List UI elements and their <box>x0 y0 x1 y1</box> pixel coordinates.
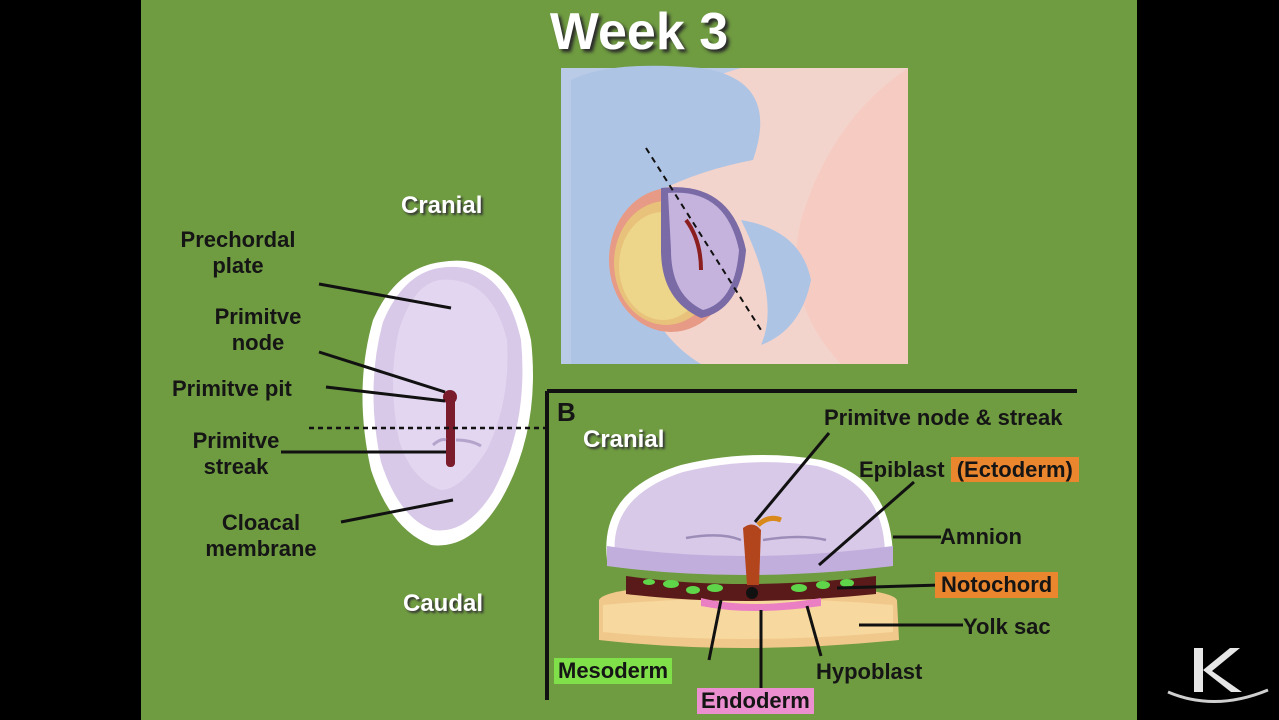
prechordal-plate-label: Prechordal plate <box>163 227 313 279</box>
mesoderm-label: Mesoderm <box>554 658 673 684</box>
prechordal-plate-line2: plate <box>212 253 264 278</box>
amnion-label: Amnion <box>940 524 1022 549</box>
panel-b-cranial-label: Cranial <box>583 426 665 453</box>
k-logo-icon <box>1167 648 1269 704</box>
notochord-label: Notochord <box>935 572 1059 598</box>
diagram-artwork <box>281 65 1077 700</box>
primitive-pit-label: Primitve pit <box>172 376 292 401</box>
ectoderm-highlight: (Ectoderm) <box>950 457 1079 482</box>
yolk-sac-label: Yolk sac <box>963 614 1051 639</box>
epiblast-label: Epiblast (Ectoderm) <box>859 457 1079 483</box>
cloacal-membrane-line2: membrane <box>205 536 317 561</box>
epiblast-text: Epiblast <box>859 457 945 482</box>
primitive-node-streak-label: Primitve node & streak <box>824 405 1063 430</box>
primitive-streak-line1: Primitve <box>192 428 280 453</box>
endoderm-label: Endoderm <box>697 688 814 714</box>
primitive-node-line1: Primitve <box>214 304 302 329</box>
panel-b-leader-lines <box>707 432 963 690</box>
embryonic-disc-dorsal <box>362 260 533 546</box>
cloacal-membrane-label: Cloacal membrane <box>186 510 336 562</box>
slide: Week 3 Cranial Caudal Prechordal plate P… <box>141 0 1137 720</box>
slide-title: Week 3 <box>549 3 729 61</box>
primitive-streak-line2: streak <box>203 454 269 479</box>
cranial-label: Cranial <box>401 192 483 219</box>
caudal-label: Caudal <box>403 590 484 617</box>
panel-b-frame <box>545 389 1077 700</box>
cross-section-illustration <box>599 455 899 648</box>
hypoblast-label: Hypoblast <box>816 659 923 684</box>
cloacal-membrane-line1: Cloacal <box>221 510 301 535</box>
primitive-node-line2: node <box>231 330 285 355</box>
left-leader-lines <box>281 282 454 524</box>
primitive-node-label: Primitve node <box>193 304 323 356</box>
prechordal-plate-line1: Prechordal <box>180 227 296 252</box>
uterus-illustration <box>561 65 908 364</box>
primitive-streak-label: Primitve streak <box>161 428 311 480</box>
panel-b-letter: B <box>557 397 576 427</box>
